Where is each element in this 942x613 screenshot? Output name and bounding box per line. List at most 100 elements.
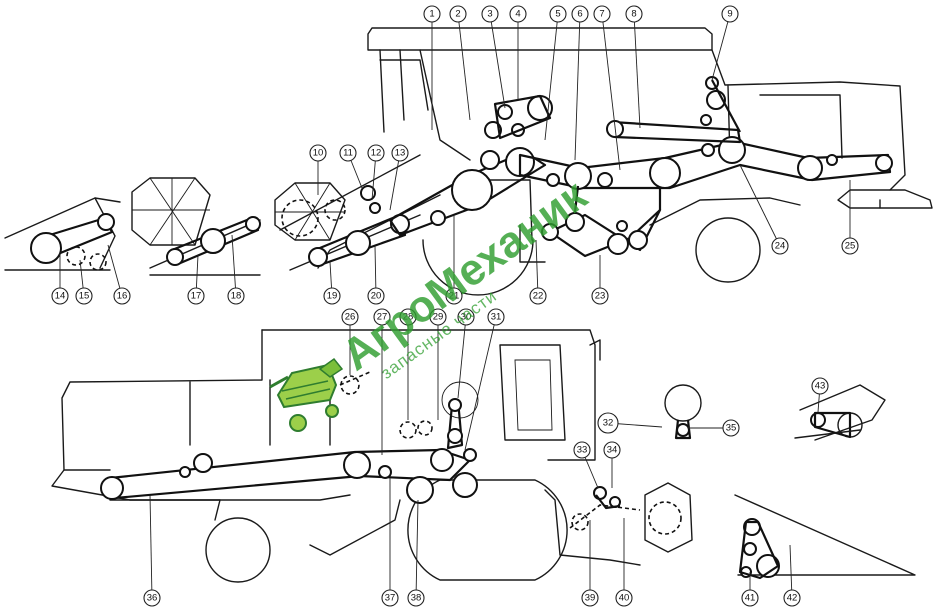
callout-number: 31 bbox=[491, 312, 502, 323]
callout-3: 3 bbox=[481, 5, 499, 23]
callout-4: 4 bbox=[509, 5, 527, 23]
callout-number: 29 bbox=[433, 312, 444, 323]
callout-circle bbox=[581, 589, 599, 607]
callout-leader-5 bbox=[544, 13, 559, 141]
callout-number: 40 bbox=[619, 593, 630, 604]
callout-circle bbox=[367, 287, 385, 305]
callout-circle bbox=[811, 377, 829, 395]
callout-27: 27 bbox=[373, 308, 391, 326]
callout-34: 34 bbox=[603, 441, 621, 459]
callout-number: 37 bbox=[385, 593, 396, 604]
callout-circle bbox=[113, 287, 131, 305]
callout-circle bbox=[391, 144, 409, 162]
callout-15: 15 bbox=[75, 287, 93, 305]
callout-leader-16 bbox=[107, 244, 123, 297]
header-sketch-left bbox=[4, 197, 121, 271]
callout-circle bbox=[323, 287, 341, 305]
callout-6: 6 bbox=[571, 5, 589, 23]
callout-5: 5 bbox=[549, 5, 567, 23]
callout-circle bbox=[445, 287, 463, 305]
callout-14: 14 bbox=[51, 287, 69, 305]
callout-number: 5 bbox=[555, 9, 560, 20]
callout-23: 23 bbox=[591, 287, 609, 305]
callout-circle bbox=[597, 412, 619, 434]
callout-number: 34 bbox=[607, 445, 618, 456]
callout-42: 42 bbox=[783, 589, 801, 607]
callout-number: 33 bbox=[577, 445, 588, 456]
watermark: АгроМеханик запасные части bbox=[269, 170, 596, 432]
callout-circle bbox=[625, 5, 643, 23]
callout-28: 28 bbox=[399, 308, 417, 326]
callout-number: 35 bbox=[726, 423, 737, 434]
callout-circle bbox=[373, 308, 391, 326]
callout-number: 11 bbox=[343, 148, 353, 159]
callout-41: 41 bbox=[741, 589, 759, 607]
callout-circle bbox=[549, 5, 567, 23]
callout-leader-8 bbox=[633, 13, 641, 129]
callout-19: 19 bbox=[323, 287, 341, 305]
lower-combine-outline bbox=[51, 329, 641, 583]
callout-leader-6 bbox=[574, 13, 581, 161]
callout-number: 32 bbox=[603, 418, 614, 429]
callout-number: 8 bbox=[631, 9, 636, 20]
detail-bearing-35 bbox=[664, 384, 702, 440]
callout-circle bbox=[529, 287, 547, 305]
callout-22: 22 bbox=[529, 287, 547, 305]
callout-circle bbox=[399, 308, 417, 326]
callout-circle bbox=[381, 589, 399, 607]
callout-35: 35 bbox=[722, 419, 740, 437]
callout-13: 13 bbox=[391, 144, 409, 162]
detail-hex-drum bbox=[569, 482, 693, 553]
callout-circle bbox=[341, 308, 359, 326]
callout-30: 30 bbox=[457, 308, 475, 326]
callout-number: 16 bbox=[117, 291, 128, 302]
callout-number: 36 bbox=[147, 593, 158, 604]
callout-circle bbox=[367, 144, 385, 162]
callout-number: 2 bbox=[455, 9, 460, 20]
callout-leader-18 bbox=[231, 234, 237, 297]
callout-12: 12 bbox=[367, 144, 385, 162]
callout-8: 8 bbox=[625, 5, 643, 23]
callout-leader-42 bbox=[789, 544, 793, 599]
callout-number: 3 bbox=[487, 9, 492, 20]
callout-37: 37 bbox=[381, 589, 399, 607]
callout-leader-13 bbox=[389, 152, 401, 211]
callout-10: 10 bbox=[309, 144, 327, 162]
callout-leader-30 bbox=[457, 316, 467, 399]
callout-circle bbox=[615, 589, 633, 607]
callout-number: 17 bbox=[191, 291, 202, 302]
callout-circle bbox=[573, 441, 591, 459]
callout-circle bbox=[841, 237, 859, 255]
callout-number: 18 bbox=[231, 291, 242, 302]
callout-32: 32 bbox=[597, 412, 619, 434]
callout-40: 40 bbox=[615, 589, 633, 607]
callout-2: 2 bbox=[449, 5, 467, 23]
detail-41-42 bbox=[734, 494, 916, 580]
callout-number: 26 bbox=[345, 312, 356, 323]
callout-leader-24 bbox=[739, 164, 781, 247]
callout-16: 16 bbox=[113, 287, 131, 305]
callout-number: 13 bbox=[395, 148, 406, 159]
callout-1: 1 bbox=[423, 5, 441, 23]
callout-leaders bbox=[59, 13, 851, 599]
callout-circle bbox=[187, 287, 205, 305]
callout-number: 42 bbox=[787, 593, 798, 604]
callout-21: 21 bbox=[445, 287, 463, 305]
callout-circle bbox=[457, 308, 475, 326]
callout-circle bbox=[309, 144, 327, 162]
callout-leader-36 bbox=[149, 494, 153, 599]
detail-43 bbox=[794, 384, 886, 441]
callout-31: 31 bbox=[487, 308, 505, 326]
callout-43: 43 bbox=[811, 377, 829, 395]
callout-number: 23 bbox=[595, 291, 606, 302]
callout-circle bbox=[481, 5, 499, 23]
callout-number: 19 bbox=[327, 291, 338, 302]
callout-number: 7 bbox=[599, 9, 604, 20]
callout-number: 21 bbox=[449, 291, 460, 302]
callout-circle bbox=[339, 144, 357, 162]
callout-circle bbox=[143, 589, 161, 607]
callout-26: 26 bbox=[341, 308, 359, 326]
callout-circle bbox=[771, 237, 789, 255]
